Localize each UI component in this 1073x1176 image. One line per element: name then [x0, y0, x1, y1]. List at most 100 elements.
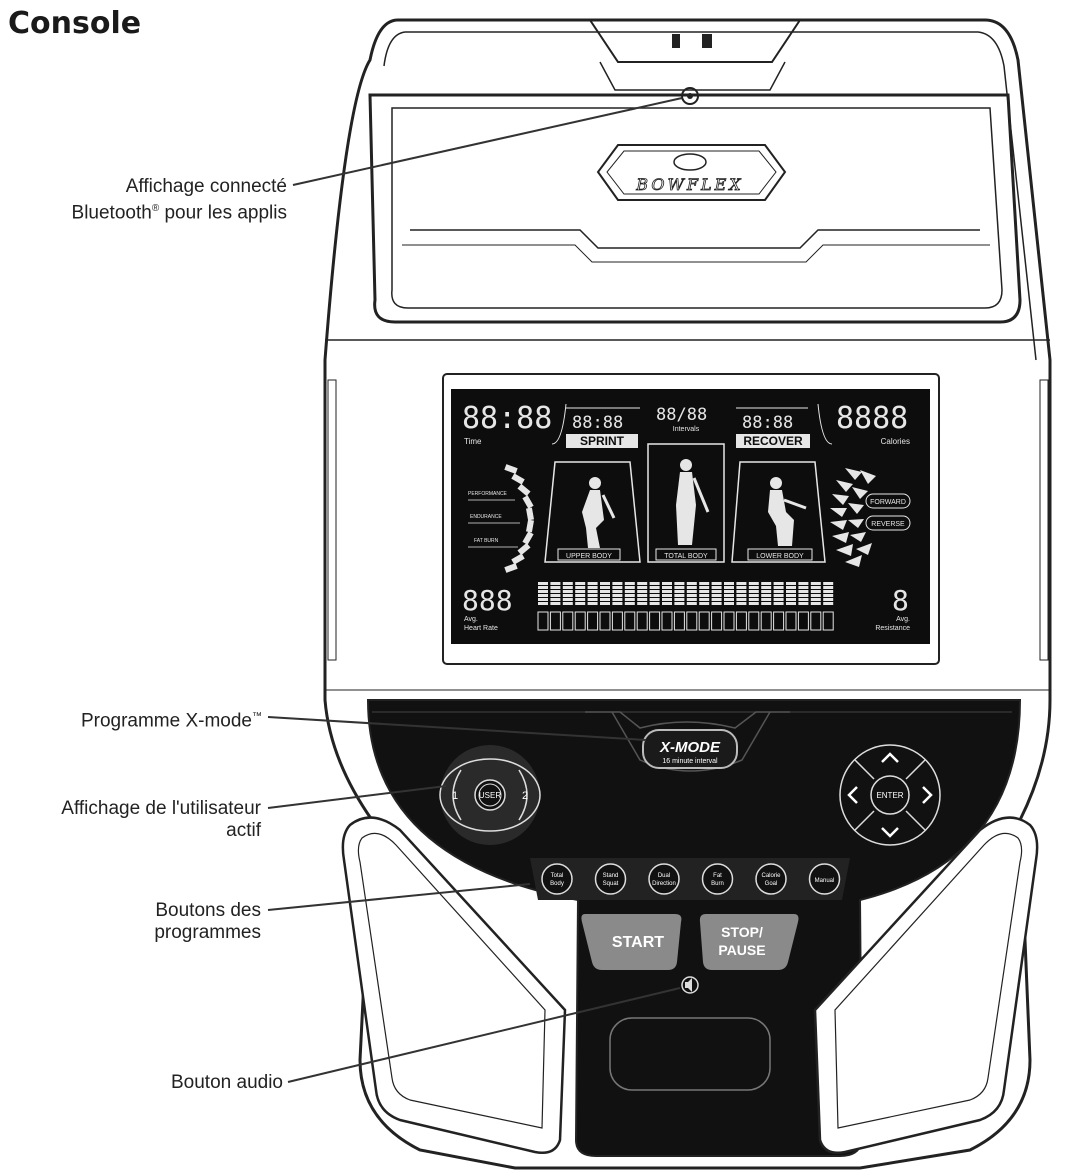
bar-segment — [711, 598, 722, 601]
bar-segment — [724, 598, 734, 601]
bar-segment — [736, 594, 747, 597]
heart-rate-digits: 888 — [462, 584, 513, 617]
bar-segment — [711, 590, 722, 593]
bar-segment — [674, 590, 685, 593]
arrow-down-icon[interactable] — [881, 827, 899, 838]
callout-user: Affichage de l'utilisateur actif — [61, 798, 261, 842]
stop-pause-button[interactable] — [699, 914, 799, 970]
program-profile-segments — [537, 611, 834, 631]
bar-segment — [761, 582, 772, 585]
indicator-led-right — [702, 34, 712, 48]
bar-segment — [649, 586, 660, 589]
bar-segment — [662, 582, 672, 585]
bar-segment — [748, 586, 759, 589]
bar-segment — [649, 602, 660, 605]
navigation-pad[interactable] — [839, 744, 941, 846]
callout-audio: Bouton audio — [171, 1072, 283, 1094]
user-center-label: USER — [479, 791, 501, 800]
bar-segment — [612, 590, 623, 593]
profile-segment — [686, 611, 698, 631]
program-button-calorie-goal[interactable] — [755, 863, 787, 895]
bar-segment — [786, 586, 796, 589]
program-sublabel-calorie-goal: Goal — [765, 881, 778, 887]
time-label: Time — [464, 437, 482, 446]
bar-segment — [810, 594, 821, 597]
recover-label: RECOVER — [743, 434, 803, 448]
bar-segment — [823, 598, 834, 601]
callout-xmode: Programme X-mode™ — [81, 706, 262, 732]
profile-segment — [636, 611, 648, 631]
lower-body-panel: LOWER BODY — [731, 461, 826, 563]
program-button-fat-burn[interactable] — [701, 863, 734, 895]
program-button-dual-direction[interactable] — [648, 863, 680, 895]
bar-segment — [761, 602, 772, 605]
recover-digits: 88:88 — [742, 413, 793, 433]
bar-segment — [686, 598, 697, 601]
direction-arc — [830, 468, 876, 567]
bar-segment — [798, 602, 809, 605]
leader-bluetooth — [292, 97, 683, 186]
xmode-subtitle: 16 minute interval — [662, 758, 718, 765]
profile-segment — [748, 611, 760, 631]
bar-segment — [773, 586, 784, 589]
user-2-button[interactable]: 2 — [522, 790, 528, 802]
bar-segment — [786, 590, 796, 593]
profile-segment — [711, 611, 723, 631]
audio-button[interactable] — [681, 976, 699, 994]
xmode-title: X-MODE — [659, 739, 721, 756]
program-button-total-body[interactable] — [541, 863, 573, 895]
lower-body-label: LOWER BODY — [756, 553, 804, 560]
user-selector[interactable] — [439, 758, 541, 832]
resistance-label-1: Avg. — [896, 616, 910, 623]
bar-segment — [575, 590, 586, 593]
xmode-button[interactable] — [642, 729, 738, 769]
bar-segment — [761, 594, 772, 597]
bar-segment — [587, 582, 598, 585]
profile-segment — [773, 611, 785, 631]
stop-label-1: STOP/ — [721, 924, 763, 940]
bar-segment — [748, 594, 759, 597]
speaker-icon — [685, 978, 692, 992]
arrow-right-icon[interactable] — [922, 786, 933, 804]
sprint-label: SPRINT — [580, 434, 625, 448]
bar-segment — [637, 582, 648, 585]
bar-segment — [736, 602, 747, 605]
bar-segment — [773, 602, 784, 605]
arrow-left-icon[interactable] — [847, 786, 858, 804]
bar-segment — [674, 586, 685, 589]
program-button-manual[interactable] — [808, 863, 841, 895]
bar-segment — [538, 582, 548, 585]
program-buttons: TotalBodyStandSquatDualDirectionFatBurnC… — [541, 863, 841, 895]
leader-xmode — [267, 716, 647, 741]
bar-segment — [724, 590, 734, 593]
callout-bluetooth-line1: Affichage connecté — [125, 176, 287, 197]
bar-segment — [798, 582, 809, 585]
bar-segment — [761, 590, 772, 593]
arrow-up-icon[interactable] — [881, 752, 899, 763]
bar-segment — [699, 590, 710, 593]
bar-segment — [587, 602, 598, 605]
program-button-stand-squat[interactable] — [594, 863, 627, 895]
callout-programs: Boutons des programmes — [154, 900, 261, 944]
bar-segment — [575, 582, 586, 585]
resistance-label-2: Resistance — [875, 625, 910, 632]
bar-segment — [736, 598, 747, 601]
profile-segment — [810, 611, 822, 631]
start-button[interactable] — [581, 914, 682, 970]
bar-segment — [810, 582, 821, 585]
bar-segment — [699, 586, 710, 589]
enter-button[interactable]: ENTER — [876, 791, 903, 800]
bar-segment — [699, 594, 710, 597]
bar-segment — [748, 582, 759, 585]
leader-user — [267, 785, 447, 809]
zone-performance: PERFORMANCE — [468, 491, 508, 497]
bar-segment — [562, 582, 573, 585]
bar-segment — [798, 594, 809, 597]
user-1-button[interactable]: 1 — [452, 790, 458, 802]
page-heading: Console — [8, 6, 142, 41]
bar-segment — [538, 594, 548, 597]
calories-label: Calories — [881, 437, 910, 446]
bar-segment — [550, 590, 561, 593]
bar-segment — [662, 590, 672, 593]
bar-segment — [823, 602, 834, 605]
